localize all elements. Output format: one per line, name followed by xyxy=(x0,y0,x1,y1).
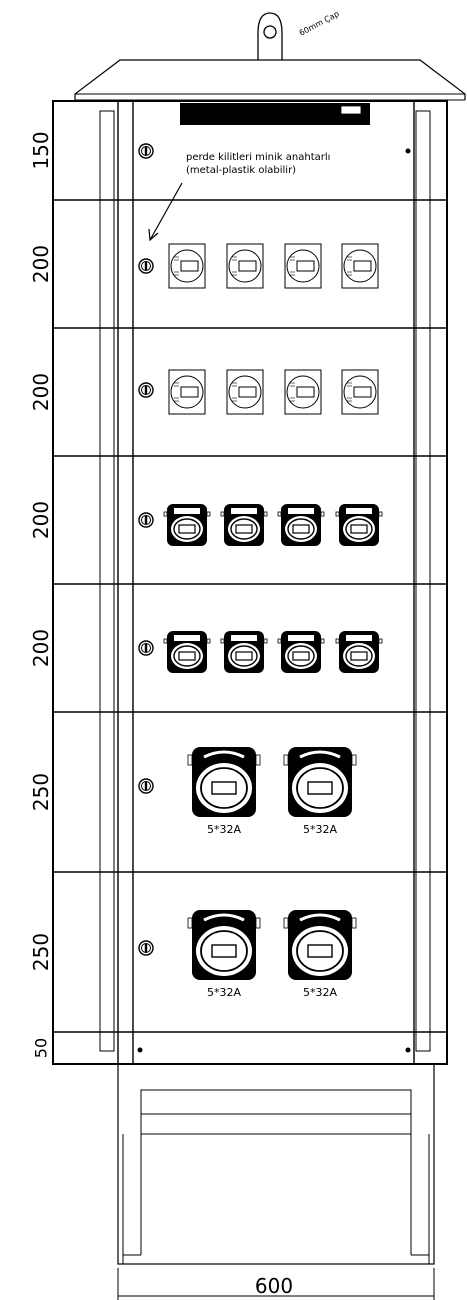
socket-outlet[interactable] xyxy=(220,504,268,546)
door-lock-icon[interactable] xyxy=(138,940,154,956)
lifting-eye xyxy=(257,12,283,60)
socket-outlet-32a[interactable] xyxy=(283,747,357,817)
socket-outlet-32a[interactable] xyxy=(187,910,261,980)
circuit-breaker[interactable] xyxy=(226,369,264,415)
section-height-label: 250 xyxy=(29,773,53,811)
circuit-breaker[interactable] xyxy=(168,243,206,289)
socket-outlet-32a[interactable] xyxy=(283,910,357,980)
screws xyxy=(137,148,411,1053)
section-height-label: 200 xyxy=(29,501,53,539)
door-lock-icon[interactable] xyxy=(138,382,154,398)
top-vent xyxy=(180,103,370,125)
circuit-breaker[interactable] xyxy=(168,369,206,415)
circuit-breaker[interactable] xyxy=(226,243,264,289)
section-height-label: 200 xyxy=(29,373,53,411)
socket-rating-label: 5*32A xyxy=(207,823,241,836)
circuit-breaker[interactable] xyxy=(341,243,379,289)
socket-outlet[interactable] xyxy=(335,504,383,546)
lock-annotation-line2: (metal-plastik olabilir) xyxy=(186,165,296,176)
eye-diameter-note: 60mm Çap xyxy=(298,9,341,38)
stand xyxy=(117,1063,435,1265)
socket-outlet[interactable] xyxy=(277,504,325,546)
section-height-label: 150 xyxy=(29,131,53,169)
socket-outlet[interactable] xyxy=(277,631,325,673)
circuit-breaker[interactable] xyxy=(341,369,379,415)
annotation-arrow xyxy=(148,182,183,242)
door-lock-icon[interactable] xyxy=(138,640,154,656)
width-dimension xyxy=(117,1268,435,1300)
socket-rating-label: 5*32A xyxy=(303,986,337,999)
socket-outlet[interactable] xyxy=(335,631,383,673)
door-lock-icon[interactable] xyxy=(138,778,154,794)
socket-outlet[interactable] xyxy=(163,504,211,546)
circuit-breaker[interactable] xyxy=(284,369,322,415)
roof xyxy=(74,59,466,101)
socket-outlet-32a[interactable] xyxy=(187,747,261,817)
section-height-label: 250 xyxy=(29,933,53,971)
socket-rating-label: 5*32A xyxy=(207,986,241,999)
socket-rating-label: 5*32A xyxy=(303,823,337,836)
section-height-label: 50 xyxy=(32,1038,51,1058)
door-lock-icon[interactable] xyxy=(138,143,154,159)
width-dimension-label: 600 xyxy=(255,1274,293,1298)
section-height-label: 200 xyxy=(29,245,53,283)
socket-outlet[interactable] xyxy=(220,631,268,673)
socket-outlet[interactable] xyxy=(163,631,211,673)
lock-annotation-line1: perde kilitleri minik anahtarlı xyxy=(186,152,330,163)
section-height-label: 200 xyxy=(29,629,53,667)
door-lock-icon[interactable] xyxy=(138,258,154,274)
door-lock-icon[interactable] xyxy=(138,512,154,528)
circuit-breaker[interactable] xyxy=(284,243,322,289)
